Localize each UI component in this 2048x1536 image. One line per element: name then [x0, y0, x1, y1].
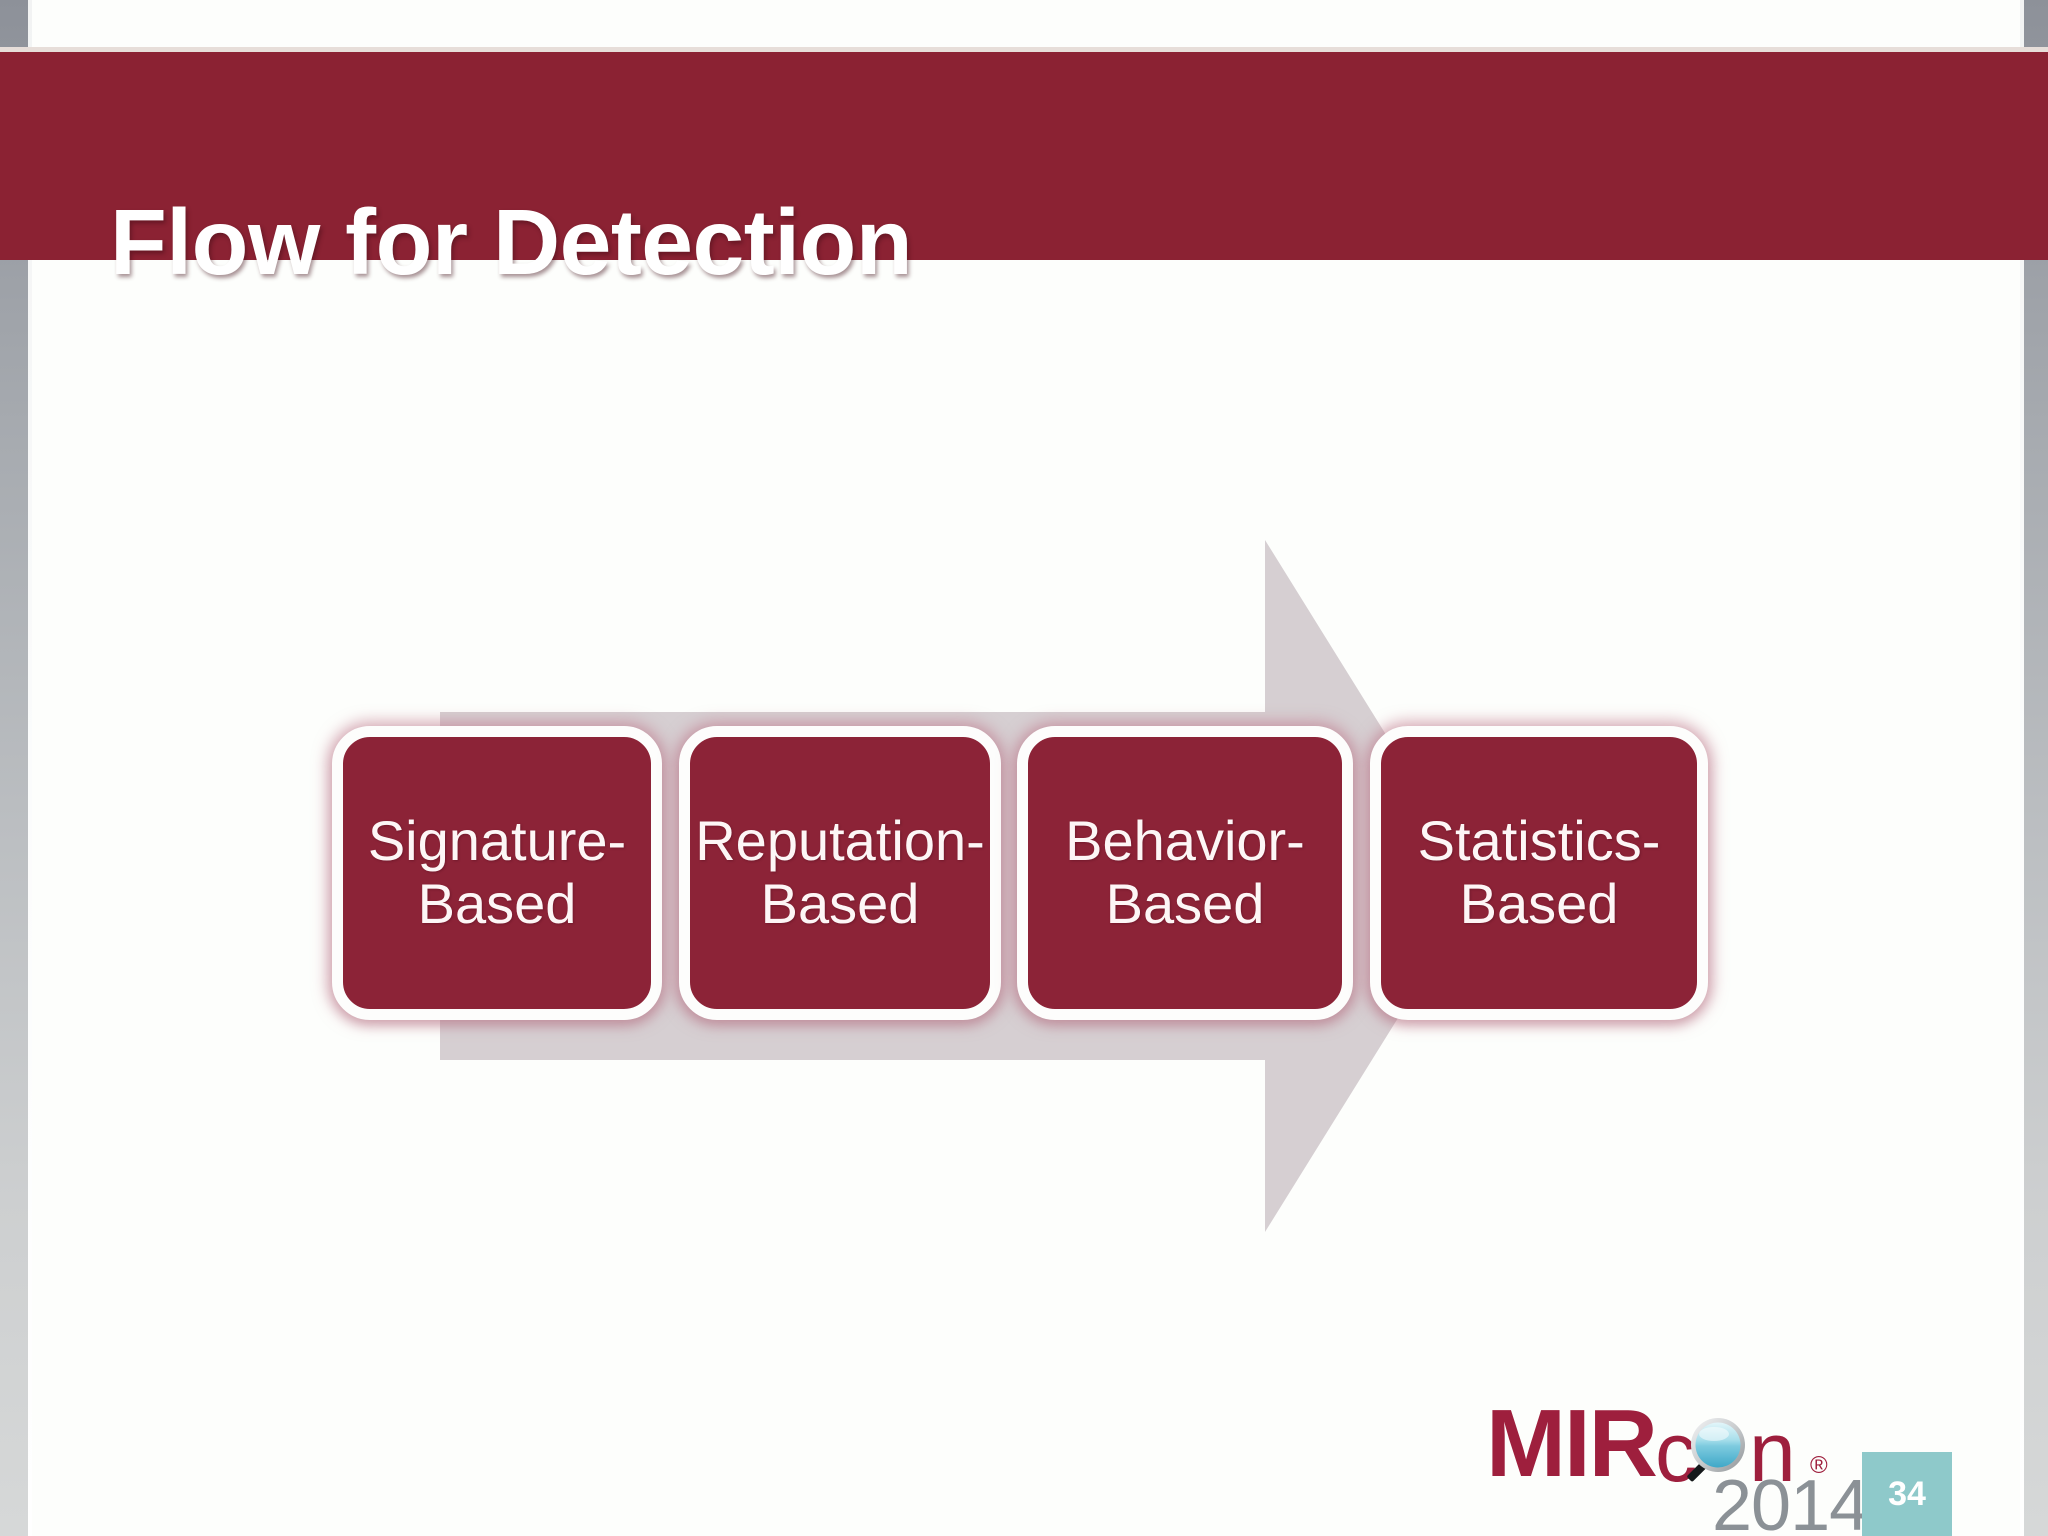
process-step-row: Signature- Based Reputation- Based Behav… [332, 726, 1722, 1026]
page-number: 34 [1888, 1475, 1926, 1513]
logo-letter-n: n [1749, 1405, 1796, 1499]
logo-year: 2014 [1712, 1466, 1869, 1536]
process-step-label: Signature- Based [367, 809, 627, 935]
process-step-statistics-based[interactable]: Statistics- Based [1370, 726, 1708, 1020]
right-edge-inner-line [2020, 0, 2024, 1536]
page-number-chip: 34 [1862, 1452, 1952, 1536]
mircon-logo: MIR c [1486, 1390, 1869, 1536]
process-step-signature-based[interactable]: Signature- Based [332, 726, 662, 1020]
magnifying-glass-icon [1685, 1413, 1757, 1485]
process-step-behavior-based[interactable]: Behavior- Based [1017, 726, 1353, 1020]
process-step-label: Statistics- Based [1417, 809, 1661, 935]
header-banner [0, 52, 2048, 260]
process-step-label: Reputation- Based [695, 809, 985, 935]
process-step-reputation-based[interactable]: Reputation- Based [679, 726, 1001, 1020]
registered-trademark-icon: ® [1810, 1452, 1828, 1479]
left-edge-inner-line [28, 0, 32, 1536]
logo-wordmark-mir: MIR [1486, 1390, 1658, 1497]
page-title: Flow for Detection [110, 190, 913, 294]
process-step-label: Behavior- Based [1065, 809, 1305, 935]
header-hairline [0, 47, 2048, 52]
